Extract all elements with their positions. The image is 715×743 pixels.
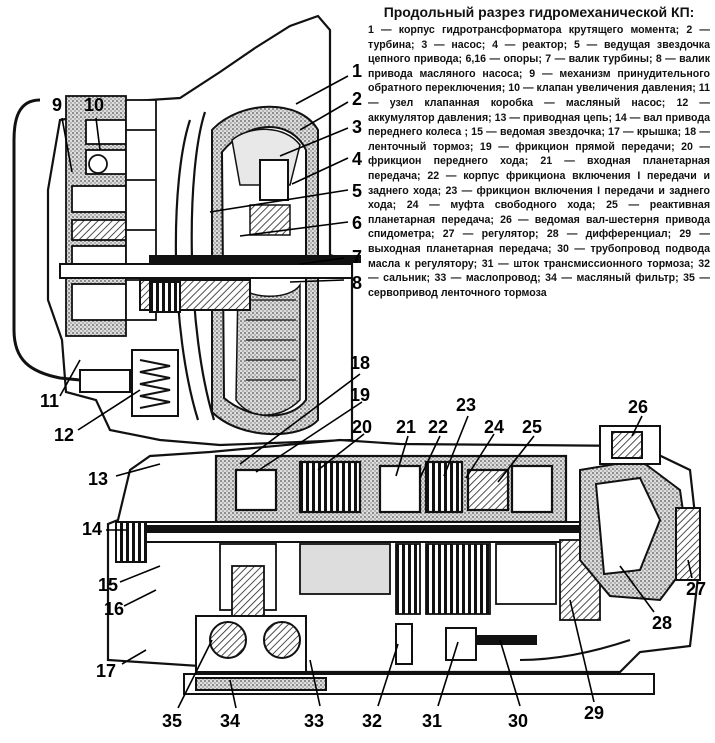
accumulator-spring (79, 349, 179, 417)
caption-title: Продольный разрез гидромеханической КП: (383, 4, 695, 20)
callout-17: 17 (96, 661, 117, 681)
callout-35: 35 (162, 711, 183, 731)
external-oil-line (12, 98, 81, 382)
callout-10: 10 (84, 95, 105, 115)
callout-3: 3 (352, 117, 363, 137)
callout-19: 19 (350, 385, 371, 405)
callout-14: 14 (82, 519, 103, 539)
callout-9: 9 (52, 95, 63, 115)
leader-lines (59, 75, 693, 709)
callout-24: 24 (484, 417, 505, 437)
callout-26: 26 (628, 397, 649, 417)
callout-25: 25 (522, 417, 543, 437)
differential (579, 425, 701, 602)
callout-13: 13 (88, 469, 109, 489)
lower-gear-train (219, 539, 601, 621)
callout-33: 33 (304, 711, 325, 731)
callout-27: 27 (686, 579, 707, 599)
caption-legend: 1 — корпус гидротрансформатора крутящего… (368, 24, 710, 299)
callout-4: 4 (352, 149, 363, 169)
figure-caption: Продольный разрез гидромеханической КП: … (368, 4, 710, 300)
callout-21: 21 (396, 417, 417, 437)
callout-34: 34 (220, 711, 241, 731)
output-shaft (115, 521, 587, 563)
callout-29: 29 (584, 703, 605, 723)
callout-31: 31 (422, 711, 443, 731)
callout-12: 12 (54, 425, 75, 445)
input-shaft (59, 255, 361, 313)
callout-22: 22 (428, 417, 449, 437)
callout-6: 6 (352, 213, 363, 233)
callout-16: 16 (104, 599, 125, 619)
callout-20: 20 (352, 417, 373, 437)
callout-5: 5 (352, 181, 363, 201)
callout-15: 15 (98, 575, 119, 595)
callout-7: 7 (352, 247, 363, 267)
callout-18: 18 (350, 353, 371, 373)
callout-32: 32 (362, 711, 383, 731)
callout-1: 1 (352, 61, 363, 81)
servo-and-filter (183, 615, 655, 695)
callout-23: 23 (456, 395, 477, 415)
torque-converter (211, 105, 319, 436)
callout-30: 30 (508, 711, 529, 731)
callout-8: 8 (352, 273, 363, 293)
callout-11: 11 (40, 391, 60, 411)
callout-2: 2 (352, 89, 363, 109)
callout-28: 28 (652, 613, 673, 633)
